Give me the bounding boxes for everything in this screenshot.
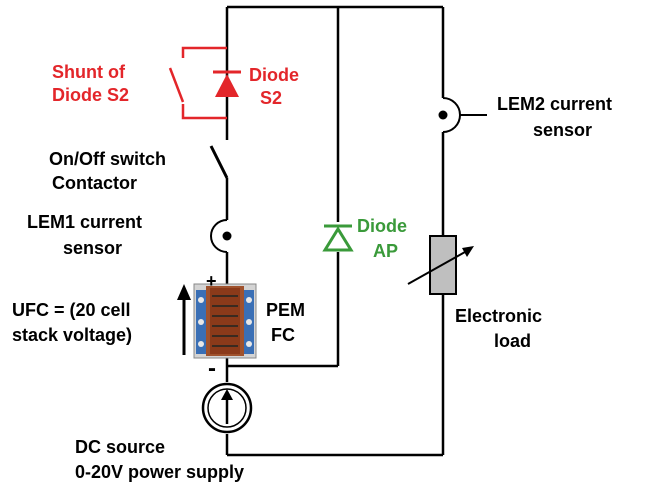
- electronic-load-icon: [407, 235, 474, 295]
- load-label-line2: load: [494, 331, 531, 351]
- lem1-label-line2: sensor: [63, 238, 122, 258]
- lem1-sensor-icon: [210, 219, 232, 253]
- load-label-line1: Electronic: [455, 306, 542, 326]
- dc-source-label-line1: DC source: [75, 437, 165, 457]
- lem2-label-line1: LEM2 current: [497, 94, 612, 114]
- lem1-label-line1: LEM1 current: [27, 212, 142, 232]
- pem-label-line1: PEM: [266, 300, 305, 320]
- diode-ap-label-line2: AP: [373, 241, 398, 261]
- shunt-label-line1: Shunt of: [52, 62, 126, 82]
- pem-label-line2: FC: [271, 325, 295, 345]
- diode-s2-symbol: [213, 70, 241, 97]
- diode-s2-label-line2: S2: [260, 88, 282, 108]
- stack-plus-label: +: [206, 271, 217, 291]
- onoff-switch-icon: [209, 145, 229, 179]
- ufc-voltage-arrow: [177, 284, 191, 355]
- diode-ap-label-line1: Diode: [357, 216, 407, 236]
- lem2-sensor-icon: [438, 97, 487, 133]
- stack-minus-label: -: [208, 355, 216, 382]
- circuit-wires: [225, 5, 445, 457]
- lem2-label-line2: sensor: [533, 120, 592, 140]
- ufc-label-line2: stack voltage): [12, 325, 132, 345]
- pem-fc-stack-image: [193, 283, 257, 359]
- ufc-label-line1: UFC = (20 cell: [12, 300, 131, 320]
- switch-label-line2: Contactor: [52, 173, 137, 193]
- dc-source-label-line2: 0-20V power supply: [75, 462, 244, 482]
- switch-label-line1: On/Off switch: [49, 149, 166, 169]
- dc-source-icon: [201, 382, 253, 434]
- diode-s2-label-line1: Diode: [249, 65, 299, 85]
- shunt-switch: [168, 46, 227, 120]
- shunt-label-line2: Diode S2: [52, 85, 129, 105]
- diode-ap-symbol: [322, 224, 354, 252]
